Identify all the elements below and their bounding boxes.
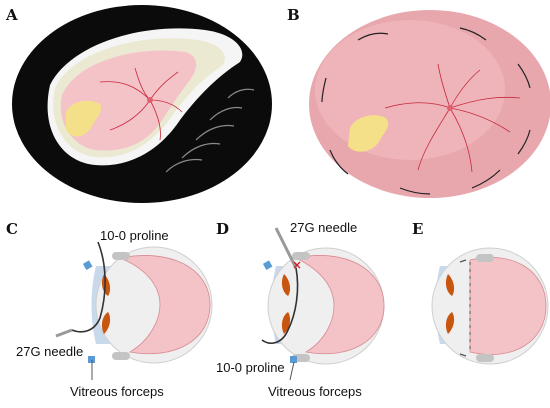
- panel-c-ciliary-upper: [101, 274, 111, 296]
- panel-d-muscle-top: [292, 252, 310, 260]
- panel-c-needle-label: 27G needle: [16, 344, 83, 359]
- panel-a-letter: A: [5, 6, 18, 24]
- panel-b-fundus: [309, 10, 550, 198]
- panel-d-suture-mark: [293, 261, 301, 269]
- panel-c-trocar-upper: [82, 260, 93, 270]
- panel-c-ciliary-lower: [101, 312, 111, 334]
- panel-c-muscle-top: [112, 252, 130, 260]
- panel-e-ciliary-lower: [445, 312, 455, 334]
- panel-d-trocar-upper: [262, 260, 273, 270]
- panel-c-eye: [55, 241, 213, 380]
- panel-b-letter: B: [287, 6, 300, 24]
- panel-a-choroid-arcs: [165, 88, 255, 173]
- panel-e-muscle-bottom: [476, 354, 494, 362]
- panel-b-vessels: [384, 63, 521, 173]
- panel-c-muscle-bottom: [112, 352, 130, 360]
- panel-c-trocar-lower: [88, 356, 95, 363]
- panel-e-letter: E: [412, 220, 423, 238]
- panel-a-optic-disc: [147, 97, 153, 103]
- panel-e-retina: [469, 257, 547, 355]
- panel-d-trocar-lower: [290, 356, 297, 363]
- panel-a-retina: [60, 50, 197, 151]
- panel-d-letter: D: [216, 220, 229, 238]
- panel-d-needle-label: 27G needle: [290, 220, 357, 235]
- panel-c-suture-label: 10-0 proline: [100, 228, 169, 243]
- panel-b-fundus-highlight: [315, 20, 505, 160]
- panel-b-macula: [348, 115, 389, 152]
- panel-d-forceps-label: Vitreous forceps: [268, 384, 362, 399]
- panel-e-muscle-top: [476, 254, 494, 262]
- panel-d-forceps-shaft: [289, 361, 295, 381]
- panel-d-ciliary-upper: [281, 274, 291, 296]
- panel-d-eye: [261, 227, 385, 381]
- panel-c-needle: [55, 328, 73, 338]
- panel-a-macula: [66, 100, 102, 137]
- panel-c-forceps-label: Vitreous forceps: [70, 384, 164, 399]
- panel-c-suture-path: [71, 241, 106, 333]
- panel-c-letter: C: [6, 220, 18, 238]
- panel-a-vessels: [99, 67, 183, 141]
- panel-d-needle: [274, 227, 298, 269]
- panel-e-ciliary-upper: [445, 274, 455, 296]
- panel-d-suture-label: 10-0 proline: [216, 360, 285, 375]
- panel-d-suture-path: [261, 267, 299, 344]
- panel-e-eye: [431, 247, 549, 365]
- panel-c-retina: [118, 255, 211, 355]
- panel-d-ciliary-lower: [281, 312, 291, 334]
- panel-b-retinal-edge-marks: [321, 27, 531, 195]
- panel-a-fundus: [12, 5, 272, 203]
- panel-d-retina: [294, 255, 385, 355]
- panel-b-optic-disc: [447, 105, 453, 111]
- panel-e-knots: [459, 259, 467, 357]
